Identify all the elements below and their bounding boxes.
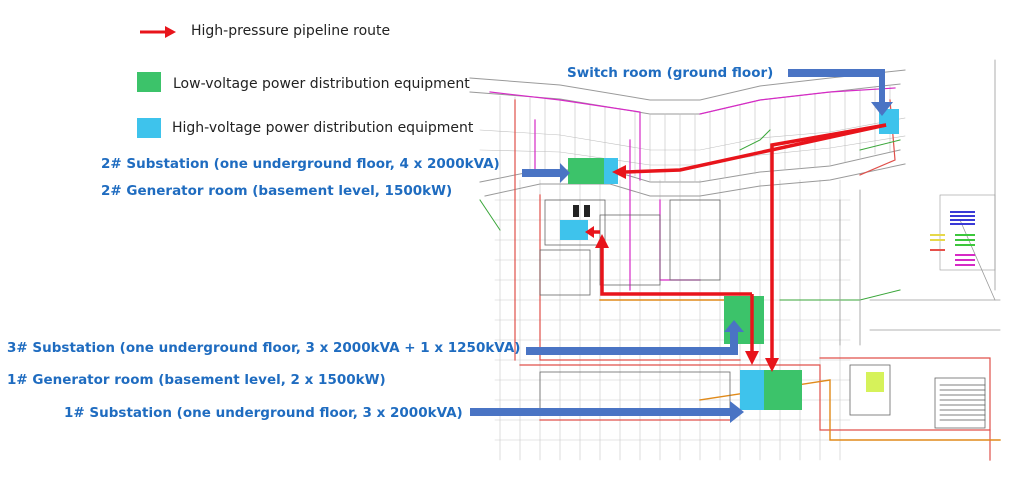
legend [140, 26, 176, 38]
pipeline-to-generator-2 [600, 245, 752, 296]
generator-2-units [573, 205, 590, 217]
legend-high-voltage-label: High-voltage power distribution equipmen… [172, 120, 474, 136]
floor-plan-drawing [469, 59, 1001, 461]
pipeline-switch-room-down [770, 123, 887, 362]
substation-3-callout-arrow [526, 320, 744, 355]
pipeline-switch-room-to-substation-2 [624, 123, 887, 174]
substation-2-hv-equipment [604, 158, 618, 184]
substation-3-label: 3# Substation (one underground floor, 3 … [7, 340, 521, 356]
generator-2-label: 2# Generator room (basement level, 1500k… [101, 183, 453, 199]
substation-1-callout-arrow [470, 401, 744, 423]
switch-room-label: Switch room (ground floor) [567, 65, 774, 81]
legend-pipeline-arrowhead [165, 26, 176, 38]
substation-1-label: 1# Substation (one underground floor, 3 … [64, 405, 463, 421]
low-voltage-swatch [137, 72, 161, 92]
substation-2-lv-equipment [568, 158, 604, 184]
switch-room-callout-arrow [788, 69, 893, 116]
substation-2-label: 2# Substation (one underground floor, 4 … [101, 156, 500, 172]
legend-pipeline-label: High-pressure pipeline route [191, 23, 391, 39]
legend-low-voltage-label: Low-voltage power distribution equipment [173, 76, 470, 92]
substation-1-hv-equipment [740, 370, 764, 410]
drawing-legend-lines [930, 194, 996, 271]
callout-arrows [470, 69, 893, 423]
generator-2-hv-equipment [560, 220, 588, 240]
high-pressure-pipeline-routes [585, 123, 887, 372]
generator-1-label: 1# Generator room (basement level, 2 x 1… [7, 372, 386, 388]
substation-2-callout-arrow [522, 163, 570, 183]
switch-room-hv-equipment [879, 109, 899, 134]
substation-1-lv-equipment [764, 370, 802, 410]
high-voltage-swatch [137, 118, 161, 138]
